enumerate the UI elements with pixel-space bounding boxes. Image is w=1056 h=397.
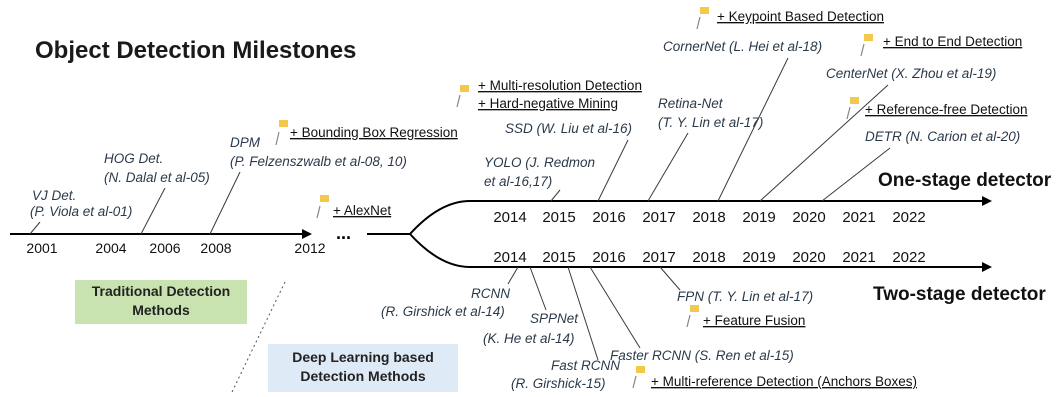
faster-rcnn-leader: [589, 266, 641, 349]
one-stage-year: 2017: [642, 209, 675, 226]
era-divider: [231, 281, 286, 393]
flag-icon: [316, 195, 329, 219]
detr-label: DETR (N. Carion et al-20): [865, 129, 1020, 144]
one-stage-year: 2022: [892, 209, 925, 226]
year-2006: 2006: [149, 240, 180, 256]
one-stage-year: 2018: [692, 209, 725, 226]
ssd-leader: [597, 139, 629, 202]
one-stage-years: 2014 2015 2016 2017 2018 2019 2020 2021 …: [493, 209, 925, 226]
flag-icon: [696, 7, 709, 30]
keypoint-contribution: + Keypoint Based Detection: [717, 9, 884, 24]
faster-rcnn-label: Faster RCNN (S. Ren et al-15): [610, 348, 794, 363]
detr-leader: [821, 147, 891, 202]
hard-negative-contribution: + Hard-negative Mining: [478, 96, 618, 111]
one-stage-year: 2021: [842, 209, 875, 226]
timeline-ellipsis: ...: [336, 223, 351, 243]
hog-name: HOG Det.: [104, 151, 163, 166]
flag-icon: [846, 97, 859, 120]
year-2008: 2008: [200, 240, 231, 256]
hog-ref: (N. Dalal et al-05): [104, 170, 210, 185]
vj-det-ref: (P. Viola et al-01): [30, 204, 132, 219]
traditional-methods-box: [75, 280, 247, 324]
centernet-leader: [759, 84, 889, 202]
cornernet-label: CornerNet (L. Hei et al-18): [663, 39, 822, 54]
two-stage-year: 2021: [842, 249, 875, 266]
retina-ref: (T. Y. Lin et al-17): [658, 115, 763, 130]
sppnet-ref: (K. He et al-14): [483, 331, 575, 346]
two-stage-year: 2020: [792, 249, 825, 266]
flag-icon: [686, 305, 699, 328]
fork-up: [409, 200, 471, 235]
rcnn-ref: (R. Girshick et al-14): [381, 304, 505, 319]
fast-rcnn-ref: (R. Girshick-15): [511, 376, 606, 391]
hog-leader: [140, 187, 166, 235]
one-stage-year: 2016: [592, 209, 625, 226]
flag-icon: [456, 85, 469, 108]
retina-name: Retina-Net: [658, 96, 724, 111]
flag-icon: [632, 366, 645, 389]
yolo-ref: et al-16,17): [484, 174, 552, 189]
yolo-leader: [550, 189, 561, 202]
two-stage-year: 2017: [642, 249, 675, 266]
dpm-leader: [209, 171, 241, 235]
feature-fusion-contribution: + Feature Fusion: [703, 313, 805, 328]
end-to-end-contribution: + End to End Detection: [883, 34, 1022, 49]
dpm-ref: (P. Felzenszwalb et al-08, 10): [230, 154, 407, 169]
alexnet-contribution: + AlexNet: [333, 203, 391, 218]
two-stage-year: 2016: [592, 249, 625, 266]
sppnet-leader: [529, 266, 547, 311]
traditional-box-line2: Methods: [132, 302, 190, 318]
reference-free-contribution: + Reference-free Detection: [865, 102, 1027, 117]
vj-det-name: VJ Det.: [32, 188, 76, 203]
two-stage-year: 2015: [542, 249, 575, 266]
deep-learning-methods-box: [268, 344, 458, 392]
centernet-label: CenterNet (X. Zhou et al-19): [826, 66, 996, 81]
one-stage-year: 2020: [792, 209, 825, 226]
two-stage-year: 2018: [692, 249, 725, 266]
deep-box-line1: Deep Learning based: [292, 349, 434, 365]
fpn-label: FPN (T. Y. Lin et al-17): [677, 289, 813, 304]
retina-leader: [647, 132, 689, 202]
two-stage-year: 2022: [892, 249, 925, 266]
two-stage-years: 2014 2015 2016 2017 2018 2019 2020 2021 …: [493, 249, 925, 266]
fast-rcnn-name: Fast RCNN: [551, 358, 620, 373]
traditional-box-line1: Traditional Detection: [92, 283, 230, 299]
one-stage-year: 2014: [493, 209, 526, 226]
multi-reference-contribution: + Multi-reference Detection (Anchors Box…: [651, 374, 917, 389]
fpn-leader: [659, 266, 681, 291]
two-stage-year: 2019: [742, 249, 775, 266]
rcnn-name: RCNN: [471, 286, 510, 301]
sppnet-name: SPPNet: [530, 311, 579, 326]
yolo-name: YOLO (J. Redmon: [484, 155, 595, 170]
year-2012: 2012: [294, 240, 325, 256]
one-stage-year: 2019: [742, 209, 775, 226]
deep-box-line2: Detection Methods: [300, 368, 425, 384]
dpm-name: DPM: [230, 135, 261, 150]
flag-icon: [860, 34, 873, 57]
fast-rcnn-leader: [567, 266, 599, 361]
multi-resolution-contribution: + Multi-resolution Detection: [478, 78, 642, 93]
one-stage-year: 2015: [542, 209, 575, 226]
cornernet-leader: [717, 57, 789, 202]
bbox-regression-contribution: + Bounding Box Regression: [290, 125, 458, 140]
two-stage-label: Two-stage detector: [873, 284, 1046, 305]
fork-down: [409, 233, 471, 268]
vj-leader: [29, 221, 41, 235]
rcnn-leader: [507, 266, 519, 285]
year-2004: 2004: [95, 240, 126, 256]
year-2001: 2001: [26, 240, 57, 256]
ssd-label: SSD (W. Liu et al-16): [505, 121, 632, 136]
one-stage-label: One-stage detector: [878, 170, 1052, 191]
flag-icon: [275, 120, 288, 146]
two-stage-year: 2014: [493, 249, 526, 266]
diagram-title: Object Detection Milestones: [35, 37, 356, 64]
